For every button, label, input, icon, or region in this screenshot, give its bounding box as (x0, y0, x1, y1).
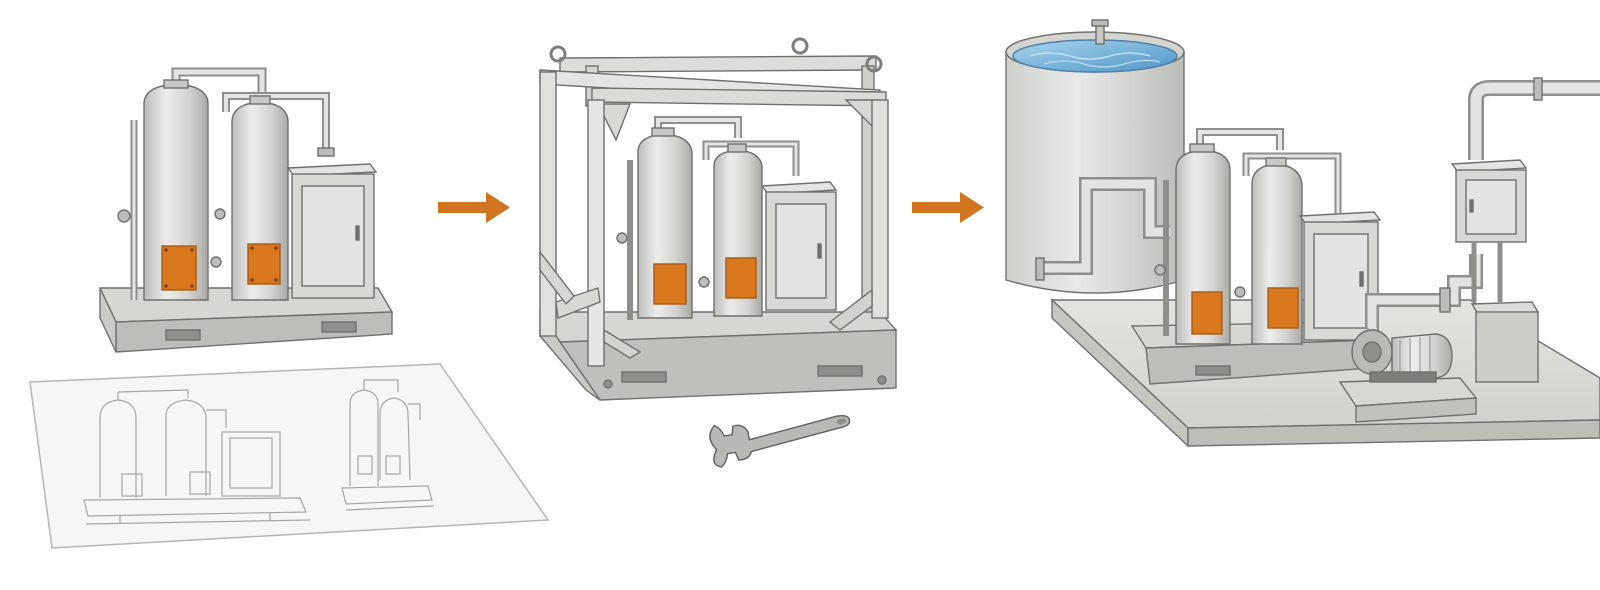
stage-skid-frame (538, 37, 984, 468)
stage-site-install (1005, 19, 1600, 448)
water-storage-tank (1005, 19, 1185, 294)
blueprint-drawing (29, 363, 550, 549)
wrench-icon (709, 414, 851, 468)
pump-motor-icon (1338, 329, 1478, 423)
flow-arrow-icon (438, 192, 510, 223)
stage-design (29, 67, 550, 549)
filtration-skid-unit (98, 67, 394, 353)
control-box (1450, 159, 1528, 302)
flow-arrow-icon (912, 192, 984, 223)
